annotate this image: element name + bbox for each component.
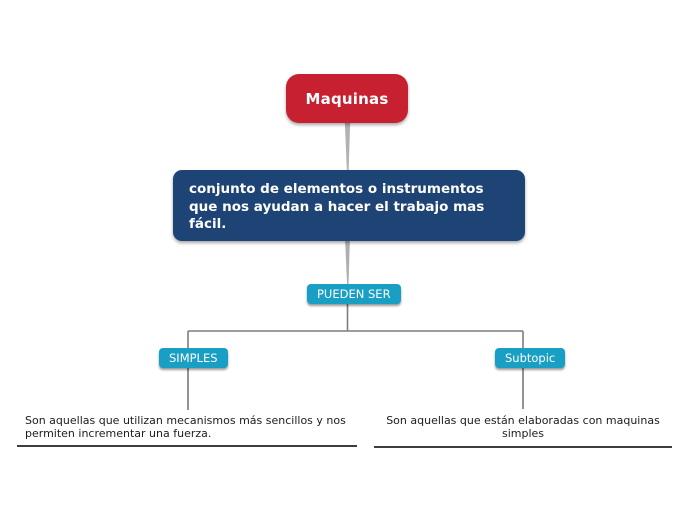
leaf-note-simples[interactable]: Son aquellas que utilizan mecanismos más… (17, 413, 357, 447)
node-definition[interactable]: conjunto de elementos o instrumentos que… (173, 170, 525, 241)
connector-definition-relation (345, 240, 350, 285)
node-branch-subtopic[interactable]: Subtopic (495, 348, 566, 368)
node-branch-simples[interactable]: SIMPLES (159, 348, 228, 368)
node-pueden-ser[interactable]: PUEDEN SER (307, 284, 401, 304)
connector-branch-bracket (187, 303, 524, 348)
node-root-maquinas[interactable]: Maquinas (286, 74, 408, 123)
connector-root-definition (344, 122, 351, 171)
leaf-note-subtopic[interactable]: Son aquellas que están elaboradas con ma… (374, 413, 672, 448)
